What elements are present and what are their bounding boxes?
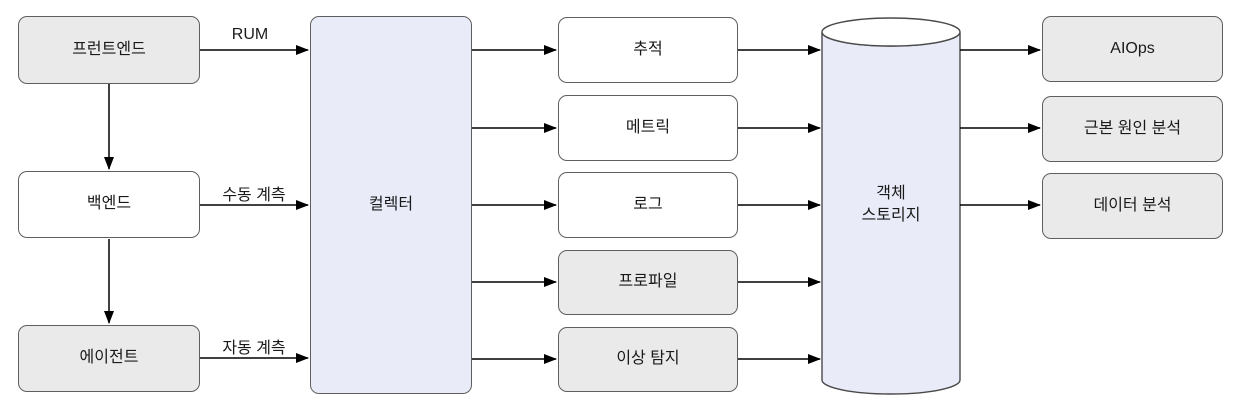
- node-frontend-label: 프런트엔드: [72, 40, 146, 58]
- object-storage-label-line1: 객체: [876, 185, 906, 202]
- node-root-cause-analysis-label: 근본 원인 분석: [1083, 119, 1182, 137]
- edge-label-rum: RUM: [231, 26, 269, 43]
- edge-label-manual-instrumentation: 수동 계측: [222, 187, 286, 204]
- node-backend: 백엔드: [18, 171, 200, 238]
- node-data-analysis-label: 데이터 분석: [1093, 196, 1172, 214]
- node-tracing-label: 추적: [633, 40, 663, 58]
- node-logs: 로그: [558, 172, 738, 238]
- node-agent-label: 에이전트: [79, 349, 139, 367]
- node-aiops-label: AIOps: [1110, 39, 1155, 57]
- node-metrics: 메트릭: [558, 95, 738, 161]
- object-storage-cylinder-top: [821, 17, 961, 47]
- object-storage-label-line2: 스토리지: [861, 207, 921, 225]
- node-profiles: 프로파일: [558, 250, 738, 315]
- node-profiles-label: 프로파일: [618, 273, 678, 291]
- node-frontend: 프런트엔드: [18, 16, 200, 84]
- node-collector: 컬렉터: [310, 16, 472, 394]
- node-logs-label: 로그: [633, 195, 663, 213]
- node-collector-label: 컬렉터: [368, 195, 414, 213]
- node-backend-label: 백엔드: [86, 195, 132, 213]
- node-object-storage-label: 객체 스토리지: [822, 183, 960, 227]
- node-tracing: 추적: [558, 17, 738, 83]
- edge-label-auto-instrumentation: 자동 계측: [222, 340, 286, 357]
- node-data-analysis: 데이터 분석: [1042, 173, 1223, 239]
- node-anomaly-detection-label: 이상 탐지: [616, 350, 680, 368]
- node-anomaly-detection: 이상 탐지: [558, 327, 738, 392]
- node-metrics-label: 메트릭: [625, 118, 671, 136]
- node-root-cause-analysis: 근본 원인 분석: [1042, 96, 1223, 162]
- node-aiops: AIOps: [1042, 16, 1223, 82]
- node-agent: 에이전트: [18, 325, 200, 392]
